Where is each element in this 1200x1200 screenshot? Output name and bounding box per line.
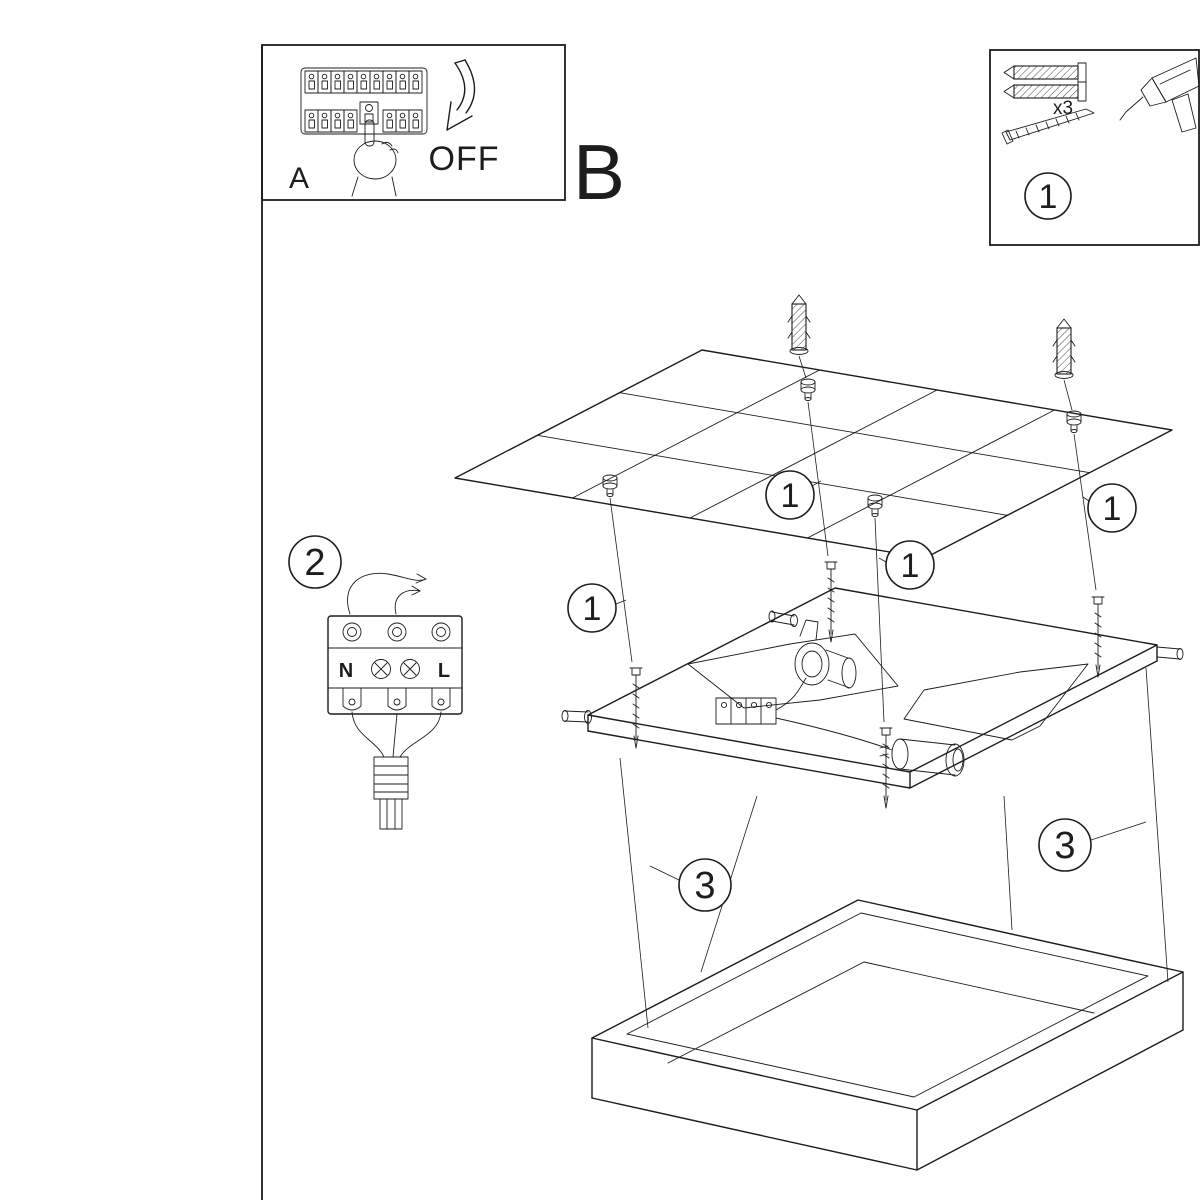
lamp-socket-icon-2 [879, 738, 965, 777]
step1-circle [1024, 172, 1072, 220]
neutral-label: N [339, 660, 353, 682]
screw-icon [1001, 108, 1095, 145]
step3-callout-right: 3 [1038, 818, 1147, 872]
step2-number: 2 [304, 542, 325, 584]
step1-callout-c: 1 [1082, 483, 1137, 533]
frame-cutout [687, 633, 899, 709]
frame-corner-bolt [561, 710, 592, 724]
lamp-socket-icon [794, 619, 857, 689]
inset-a-label: A [289, 162, 309, 195]
main-switch-lever [359, 101, 379, 125]
frame-corner-bolt [768, 610, 798, 627]
drill-icon [1119, 57, 1200, 133]
mounting-screw-icon [824, 561, 838, 643]
terminal-cable [351, 711, 442, 830]
wall-anchor-icon [1052, 318, 1076, 380]
live-label: L [438, 660, 450, 682]
mounting-screw-icon [1091, 596, 1105, 678]
breaker-panel-icon [300, 67, 428, 135]
step1-number: 1 [781, 477, 800, 515]
step1-number: 1 [583, 590, 602, 628]
lamp-shade [591, 899, 1184, 1171]
step1-callout-b: 1 [878, 540, 935, 590]
mounting-screw-icon [629, 667, 643, 749]
step3-number: 3 [1054, 825, 1075, 867]
inset-a-border [261, 44, 566, 201]
frame-terminal-block [715, 677, 893, 751]
inset-a-breaker-panel: A OFF [261, 44, 566, 201]
step1-callout-a: 1 [765, 470, 822, 520]
frame-corner-bolt [1156, 646, 1184, 660]
off-label: OFF [429, 140, 500, 178]
wall-anchor-icon [787, 294, 811, 356]
mounting-frame [561, 561, 1184, 809]
step1-number: 1 [901, 547, 920, 585]
terminal-detail: 2 N L [288, 535, 463, 830]
step1-callout-d: 1 [567, 583, 627, 633]
step1-number: 1 [1103, 490, 1122, 528]
ceiling-panel [454, 294, 1173, 559]
parts-box: x3 1 [989, 49, 1200, 246]
step3-number: 3 [694, 865, 715, 907]
wall-plug-icon-2 [1003, 81, 1087, 102]
section-b-label: B [573, 128, 625, 216]
terminal-wires-top [347, 572, 427, 615]
pointing-hand-icon [351, 119, 399, 197]
alignment-lines [609, 355, 1097, 723]
wall-plug-icon [1003, 62, 1087, 83]
off-arrow-icon [446, 59, 476, 131]
step3-callout-left: 3 [649, 858, 732, 912]
panel-screw-icon [800, 378, 816, 401]
terminal-block-icon: N L [327, 615, 463, 715]
step1-number: 1 [1039, 178, 1058, 216]
step2-callout: 2 [288, 535, 342, 589]
frame-cutout [903, 663, 1089, 741]
step1-callout-parts: 1 [1024, 172, 1072, 220]
parts-box-border [989, 49, 1200, 246]
